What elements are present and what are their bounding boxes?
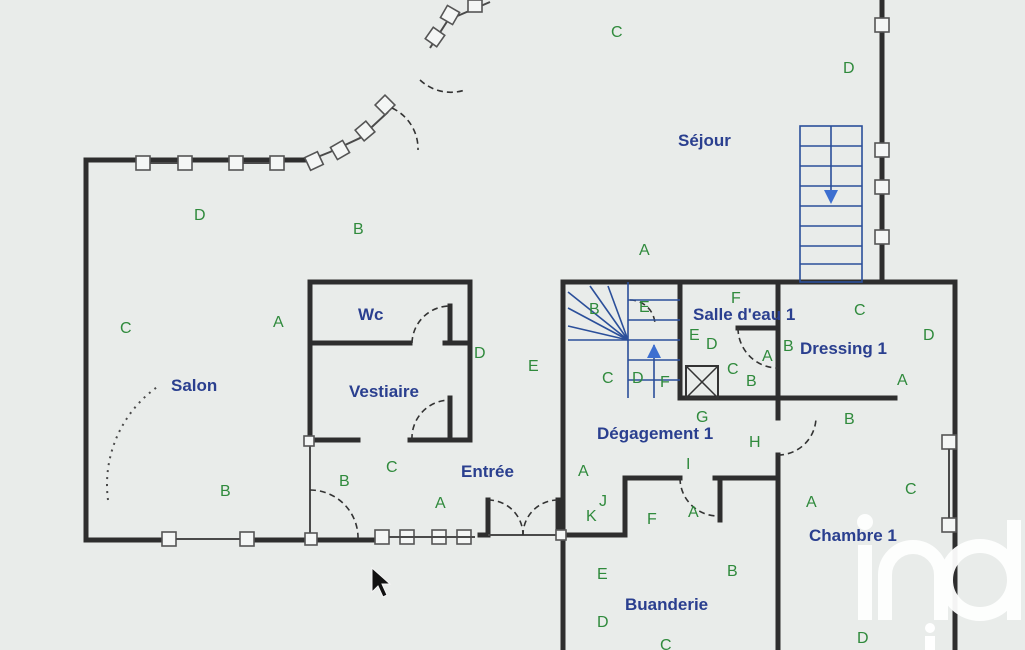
mark: A	[806, 494, 817, 511]
mark: B	[727, 563, 738, 580]
mark: D	[597, 614, 609, 631]
room-label-salon: Salon	[171, 376, 217, 395]
mark: F	[647, 511, 657, 528]
mark: D	[857, 630, 869, 647]
cursor-icon	[371, 566, 392, 598]
mark: F	[660, 374, 670, 391]
mark: C	[611, 24, 623, 41]
mark: B	[589, 301, 600, 318]
mark: D	[474, 345, 486, 362]
windows	[135, 0, 957, 547]
point-marks: C D A D B C A B D E B C A C D F G H I A …	[120, 24, 935, 650]
mark: D	[194, 207, 206, 224]
room-label-dressing: Dressing 1	[800, 339, 887, 358]
mark: A	[578, 463, 589, 480]
mark: D	[706, 336, 718, 353]
mark: E	[689, 327, 700, 344]
mark: C	[905, 481, 917, 498]
mark: F	[731, 290, 741, 307]
mark: B	[783, 338, 794, 355]
mark: B	[353, 221, 364, 238]
room-label-degagement: Dégagement 1	[597, 424, 713, 443]
stairs	[567, 125, 863, 399]
mark: C	[660, 637, 672, 650]
mark: E	[597, 566, 608, 583]
room-label-vestiaire: Vestiaire	[349, 382, 419, 401]
iad-logo	[857, 514, 1021, 621]
mark: E	[639, 299, 650, 316]
mark: K	[586, 508, 597, 525]
room-label-entree: Entrée	[461, 462, 514, 481]
mark: C	[120, 320, 132, 337]
mark: E	[528, 358, 539, 375]
mark: D	[843, 60, 855, 77]
mark: G	[696, 409, 708, 426]
mark: A	[435, 495, 446, 512]
mark: C	[386, 459, 398, 476]
mark: D	[632, 370, 644, 387]
room-label-salle-eau: Salle d'eau 1	[693, 305, 795, 324]
room-label-sejour: Séjour	[678, 131, 731, 150]
mark: J	[599, 493, 607, 510]
room-label-wc: Wc	[358, 305, 384, 324]
mark: H	[749, 434, 761, 451]
mark: D	[923, 327, 935, 344]
room-labels: Séjour Salon Wc Vestiaire Entrée Dégagem…	[171, 131, 897, 614]
iad-logo-bottom	[925, 623, 935, 650]
mark: A	[688, 504, 699, 521]
mark: I	[686, 456, 690, 473]
room-label-buanderie: Buanderie	[625, 595, 708, 614]
room-label-chambre: Chambre 1	[809, 526, 897, 545]
mark: A	[762, 348, 773, 365]
mark: B	[746, 373, 757, 390]
mark: B	[220, 483, 231, 500]
mark: A	[897, 372, 908, 389]
mark: B	[844, 411, 855, 428]
mark: C	[602, 370, 614, 387]
mark: C	[854, 302, 866, 319]
mark: C	[727, 361, 739, 378]
walls	[83, 0, 958, 650]
mark: A	[273, 314, 284, 331]
mark: B	[339, 473, 350, 490]
mark: A	[639, 242, 650, 259]
